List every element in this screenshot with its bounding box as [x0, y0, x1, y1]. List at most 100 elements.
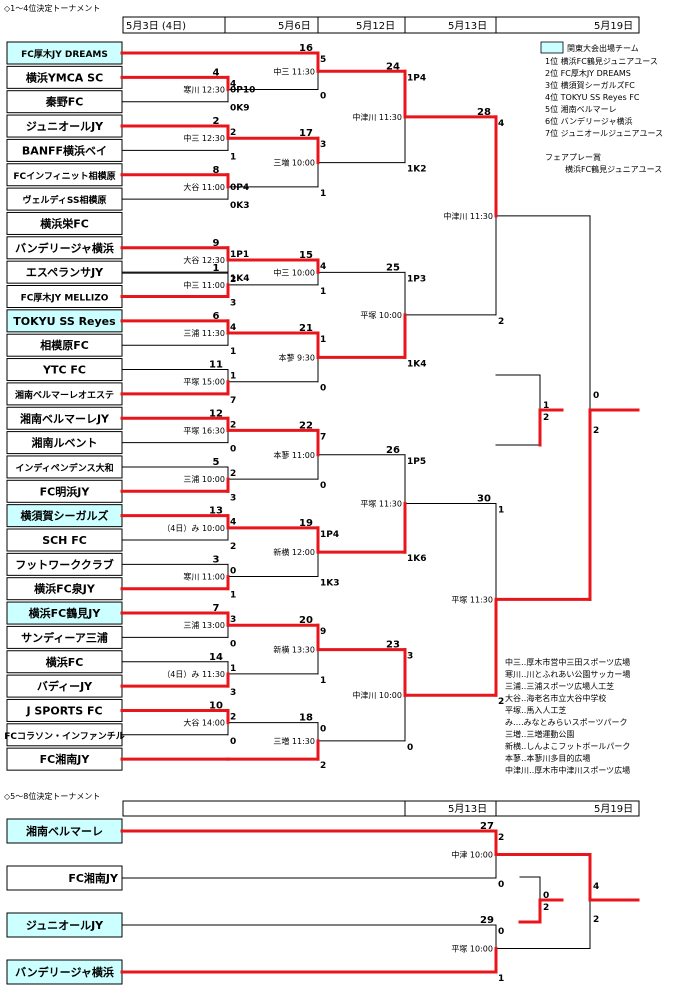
score: 4 — [230, 79, 236, 89]
score: 0 — [320, 725, 326, 735]
match-venue: 平塚 10:00 — [451, 945, 493, 954]
match-number: 28 — [477, 107, 491, 118]
score: 0K3 — [230, 201, 250, 211]
date-may13: 5月13日 — [448, 20, 487, 32]
team-name: フットワーククラブ — [15, 557, 114, 571]
match-venue: 平塚 11:30 — [451, 595, 493, 604]
match-venue: 平塚 10:00 — [360, 311, 402, 320]
rank-5: 5位 湘南ベルマーレ — [545, 104, 617, 114]
score: 1 — [230, 664, 236, 674]
score: 2 — [230, 128, 236, 138]
score: 1P4 — [320, 530, 339, 540]
team-box — [6, 865, 123, 891]
team-name: ジュニオールJY — [26, 919, 104, 932]
score: 2 — [543, 413, 549, 423]
match-venue: 本蓼 9:30 — [278, 352, 315, 362]
team-name: FCインフィニット相模原 — [13, 170, 115, 182]
score: 2 — [593, 915, 599, 925]
match-number: 27 — [480, 821, 494, 832]
rank-2: 2位 FC厚木JY DREAMS — [545, 68, 631, 78]
match-venue: 平塚 16:30 — [183, 426, 225, 435]
score: 9 — [320, 627, 326, 637]
match-number: 3 — [213, 554, 220, 565]
score: 4 — [593, 882, 599, 892]
match-number: 29 — [480, 915, 494, 926]
team-name: 横浜FC鶴見JY — [29, 606, 102, 620]
team-name: バンデリージャ横浜 — [15, 241, 114, 255]
kanto-legend-title: 関東大会出場チーム — [567, 43, 639, 53]
match-venue: 三浦 11:30 — [183, 328, 225, 338]
match-number: 9 — [213, 238, 220, 249]
score: 2 — [593, 426, 599, 436]
match-venue: 三増 11:30 — [273, 736, 315, 746]
fairplay-team: 横浜FC鶴見ジュニアユース — [565, 164, 662, 174]
match-venue: 中三 12:30 — [183, 133, 225, 143]
date-may19: 5月19日 — [594, 20, 633, 32]
score: 2 — [230, 420, 236, 430]
match-venue: 大谷 12:30 — [183, 255, 225, 265]
match-number: 14 — [209, 652, 223, 663]
team-name: 湘南ベルマーレ — [26, 824, 103, 838]
score: 7 — [230, 396, 236, 406]
match-number: 8 — [213, 165, 220, 176]
score: 0K9 — [230, 104, 250, 114]
team-name: FCコラソン・インファンチル — [4, 731, 124, 742]
match-number: 2 — [213, 116, 220, 127]
team-name: BANFF横浜ベイ — [22, 143, 107, 157]
score: 1 — [230, 372, 236, 382]
score: 0 — [230, 737, 236, 747]
score: 1K4 — [407, 359, 427, 369]
team-name: 横浜栄FC — [40, 216, 89, 230]
match-number: 18 — [299, 713, 313, 724]
match-venue: （4日）み 10:00 — [162, 524, 225, 533]
match-venue: 新横 13:30 — [273, 645, 315, 655]
venue-legend-line: 三増‥三増運動公園 — [505, 729, 574, 739]
kanto-color-swatch — [540, 41, 564, 54]
match-venue: 三浦 10:00 — [183, 474, 225, 484]
match-venue: 寒川 11:00 — [183, 572, 225, 582]
score: 1K3 — [320, 579, 340, 589]
venue-legend-line: 大谷‥海老名市立大谷中学校 — [505, 693, 606, 703]
match-number: 6 — [213, 311, 220, 322]
score: 3 — [320, 140, 326, 150]
score: 5 — [320, 55, 326, 65]
score: 0 — [230, 566, 236, 576]
venue-legend: 中三‥厚木市営中三田スポーツ広場 寒川‥川とふれあい公園サッカー場 三浦‥三浦ス… — [505, 657, 630, 775]
kanto-legend: 関東大会出場チーム 1位 横浜FC鶴見ジュニアユース 2位 FC厚木JY DRE… — [540, 41, 663, 174]
section2-title: ◇5～8位決定トーナメント — [4, 791, 100, 801]
match-venue: 中三 10:00 — [273, 267, 315, 277]
team-name: 横浜FC — [46, 655, 84, 669]
team-name: 湘南ベルマーレJY — [20, 411, 110, 425]
score: 2 — [230, 275, 236, 285]
score: 0 — [230, 639, 236, 649]
match-number: 23 — [386, 640, 400, 651]
score: 1K6 — [407, 554, 427, 564]
match-number: 24 — [386, 61, 400, 72]
match-venue: 中津 10:00 — [451, 850, 493, 860]
score: 4 — [320, 262, 326, 272]
bracket-lines — [121, 70, 591, 949]
match-number: 25 — [386, 262, 400, 273]
score: 0 — [593, 391, 599, 401]
date2-may13: 5月13日 — [448, 803, 487, 815]
score: 2 — [498, 697, 504, 707]
score: 3 — [230, 688, 236, 698]
team-box — [6, 818, 123, 844]
score: 1 — [543, 401, 549, 411]
score: 0P10 — [230, 86, 255, 96]
team-name: FC明浜JY — [40, 484, 91, 498]
venue-legend-line: 寒川‥川とふれあい公園サッカー場 — [505, 669, 630, 679]
score: 1 — [320, 189, 326, 199]
team-name: 横須賀シーガルズ — [21, 509, 109, 523]
match-number: 16 — [299, 43, 313, 54]
team-name: エスペランサJY — [26, 266, 104, 279]
team-name: サンディーア三浦 — [21, 630, 108, 644]
score: 0 — [498, 927, 504, 937]
score: 2 — [230, 712, 236, 722]
match-venue: 平塚 15:00 — [183, 378, 225, 387]
match-venue: 中三 11:00 — [183, 280, 225, 290]
match-number: 15 — [299, 250, 313, 261]
